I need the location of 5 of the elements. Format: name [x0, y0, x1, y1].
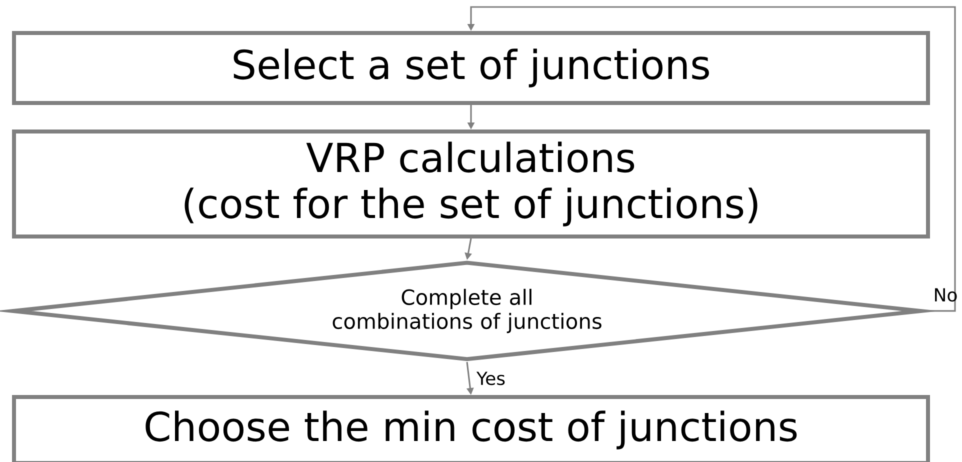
process-box: Choose the min cost of junctions — [12, 394, 930, 462]
process-box: VRP calculations (cost for the set of junctions) — [12, 130, 930, 238]
edge-label: No — [935, 288, 957, 302]
process-box: Select a set of junctions — [12, 31, 930, 105]
edge-label: Yes — [476, 372, 505, 386]
